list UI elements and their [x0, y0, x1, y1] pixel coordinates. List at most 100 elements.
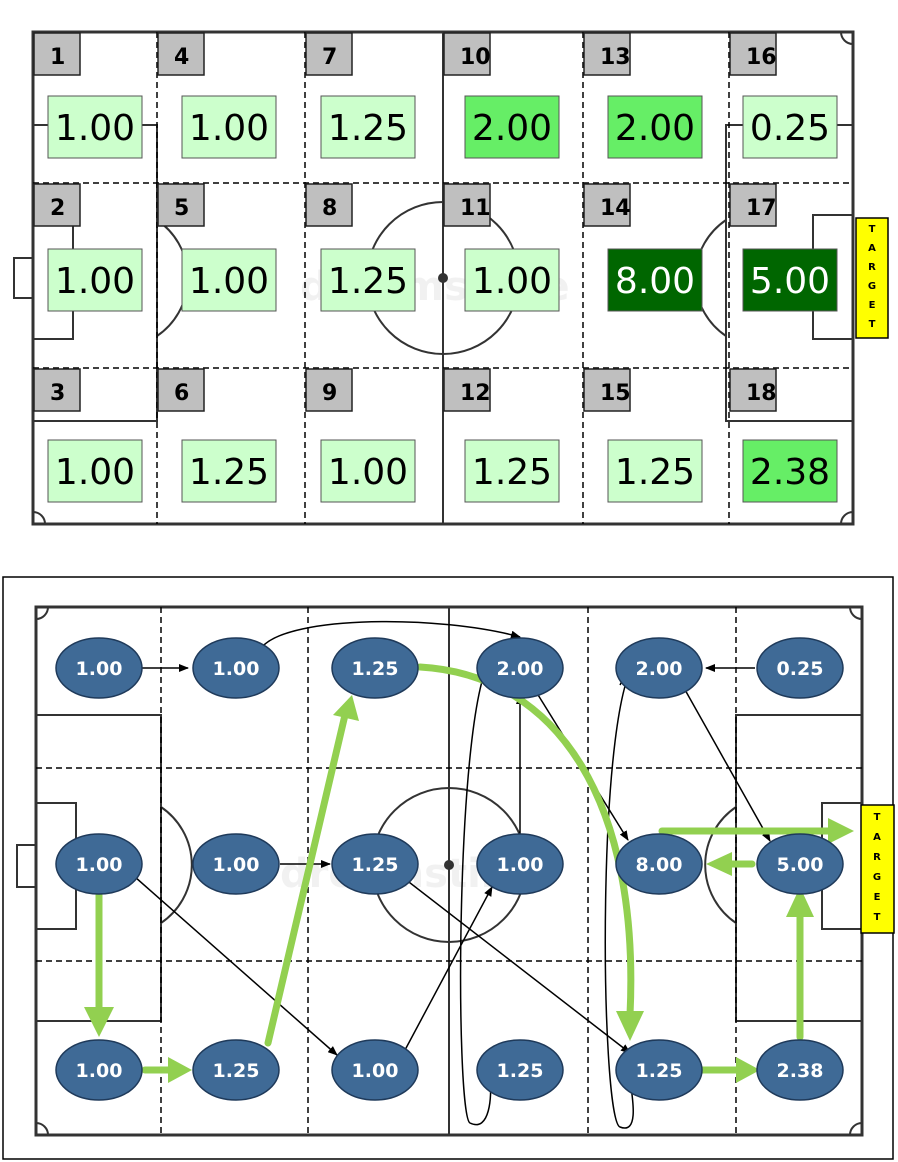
zone-number-badge [443, 368, 491, 412]
zone-11: 111.00 [443, 183, 560, 312]
flow-node-2: 1.00 [55, 833, 143, 895]
arrow-4-to-10 [261, 620, 521, 648]
flow-node-14: 8.00 [615, 833, 703, 895]
zone-number: 4 [174, 45, 189, 70]
green-6-to-7 [264, 711, 349, 1047]
arrow-13-to-17 [683, 687, 771, 842]
target-letter: G [873, 872, 881, 883]
zone-number: 13 [600, 45, 631, 70]
zone-value: 1.00 [55, 108, 135, 149]
zone-number-badge [157, 368, 205, 412]
zone-value-box [181, 248, 277, 312]
flow-node-value: 1.25 [497, 1060, 544, 1082]
flow-node-4: 1.00 [192, 637, 280, 699]
flow-node-ellipse [615, 1039, 703, 1101]
zone-number: 1 [50, 45, 65, 70]
zone-number-badge [305, 32, 353, 76]
zone-8: 81.25 [305, 183, 416, 312]
zone-number: 11 [460, 196, 491, 221]
zone-number: 3 [50, 381, 65, 406]
zone-14: 148.00 [583, 183, 703, 312]
zone-value: 1.25 [615, 452, 695, 493]
flow-node-value: 1.00 [497, 854, 544, 876]
zone-number-badge [157, 32, 205, 76]
zone-number: 12 [460, 381, 491, 406]
arrow-12-loop [459, 656, 493, 1126]
target-letter: T [869, 224, 876, 235]
zone-value: 1.25 [189, 452, 269, 493]
target-letter: R [868, 262, 876, 273]
zone-number-badge [583, 183, 631, 227]
zone-value-box [742, 95, 838, 159]
zone-value-box [607, 439, 703, 503]
zone-value: 5.00 [750, 261, 830, 302]
flow-node-15: 1.25 [615, 1039, 703, 1101]
flow-node-18: 2.38 [756, 1039, 844, 1101]
green-7-to-15 [416, 663, 635, 1019]
zone-value: 1.00 [472, 261, 552, 302]
zone-number: 7 [322, 45, 337, 70]
zone-9: 91.00 [305, 368, 416, 503]
zone-10: 102.00 [443, 32, 560, 159]
flow-node-ellipse [55, 637, 143, 699]
flow-node-9: 1.00 [331, 1039, 419, 1101]
zone-value-box [742, 248, 838, 312]
flow-node-value: 5.00 [777, 854, 824, 876]
zone-value-box [47, 248, 143, 312]
zone-value-box [47, 95, 143, 159]
flow-node-value: 1.25 [352, 854, 399, 876]
zone-value: 1.00 [328, 452, 408, 493]
target-letter: T [874, 812, 881, 823]
zone-value-box [742, 439, 838, 503]
flow-node-1: 1.00 [55, 637, 143, 699]
target-letter: T [874, 912, 881, 923]
zone-number-badge [305, 183, 353, 227]
flow-node-ellipse [192, 1039, 280, 1101]
zone-number-badge [729, 183, 777, 227]
green-arrowhead [616, 1011, 644, 1041]
arrow-8-to-15 [404, 878, 631, 1054]
flow-node-ellipse [756, 833, 844, 895]
zone-3: 31.00 [33, 368, 143, 503]
target-letter: E [869, 300, 876, 311]
zone-grid-lines [33, 32, 853, 524]
target-letter: R [873, 852, 881, 863]
zone-value: 8.00 [615, 261, 695, 302]
flow-nodes: 1.00 1.00 1.00 1.00 1.00 1.25 1.25 1.25 1.00 2.00… [55, 637, 844, 1101]
flow-node-value: 1.25 [636, 1060, 683, 1082]
flow-node-10: 2.00 [476, 637, 564, 699]
zone-value: 2.00 [615, 108, 695, 149]
zone-4: 41.00 [157, 32, 277, 159]
target-letter: A [873, 832, 881, 843]
zone-16: 160.25 [729, 32, 838, 159]
flow-node-ellipse [476, 637, 564, 699]
flow-node-value: 2.00 [497, 658, 544, 680]
zone-number-badge [729, 368, 777, 412]
flow-node-5: 1.00 [192, 833, 280, 895]
primary-path-arrows [84, 663, 854, 1083]
zone-value-box [181, 95, 277, 159]
flow-node-value: 2.00 [636, 658, 683, 680]
zone-1: 11.00 [33, 32, 143, 159]
zone-number-badge [729, 32, 777, 76]
flow-node-17: 5.00 [756, 833, 844, 895]
zone-number-badge [157, 183, 205, 227]
zone-number: 18 [746, 381, 777, 406]
flow-node-value: 1.00 [76, 854, 123, 876]
zone-value-pitch: dreamstime 11.0021.0031.0041.0051.0061.2… [13, 30, 889, 526]
zone-number: 14 [600, 196, 631, 221]
zone-value-box [320, 248, 416, 312]
zone-value: 1.00 [189, 261, 269, 302]
zone-5: 51.00 [157, 183, 277, 312]
zone-6: 61.25 [157, 368, 277, 503]
flow-node-ellipse [331, 1039, 419, 1101]
flow-node-ellipse [756, 1039, 844, 1101]
zone-value: 1.25 [328, 261, 408, 302]
flow-node-7: 1.25 [331, 637, 419, 699]
zone-value-box [464, 95, 560, 159]
zone-value-box [464, 248, 560, 312]
arrow-15-loop [604, 656, 641, 1129]
zone-number: 9 [322, 381, 337, 406]
zone-2: 21.00 [33, 183, 143, 312]
